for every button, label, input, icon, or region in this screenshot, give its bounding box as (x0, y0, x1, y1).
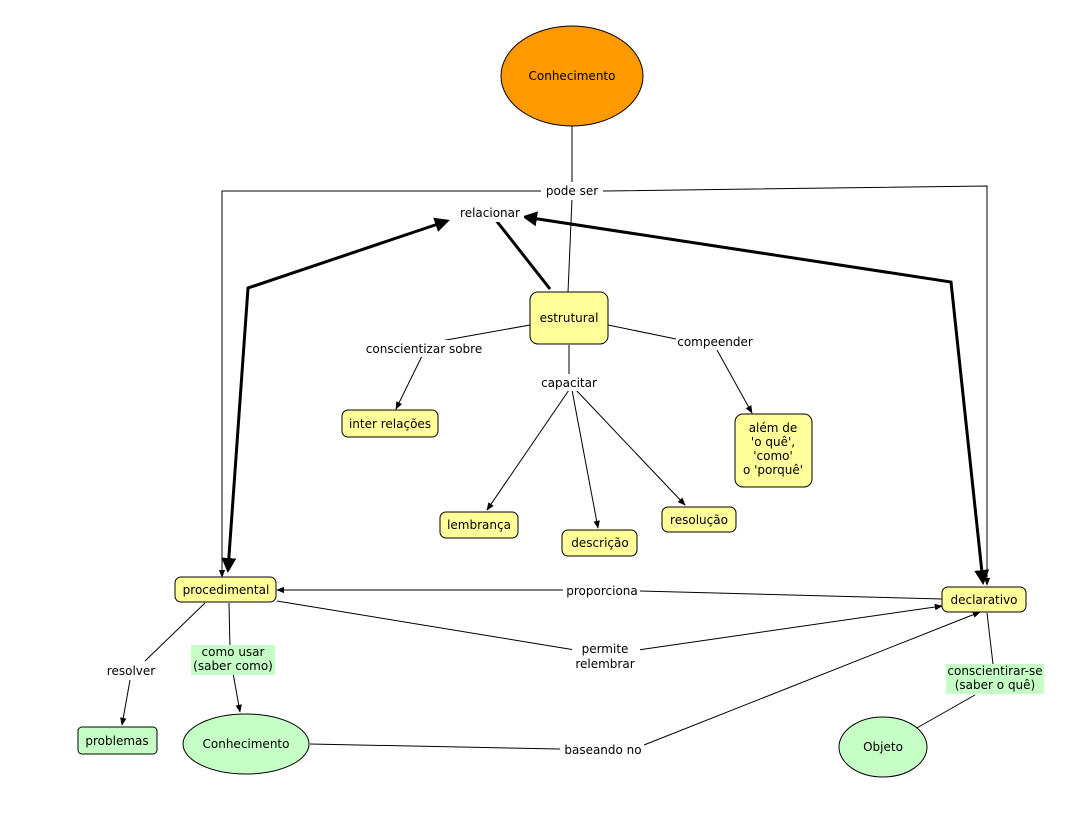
line-conscientizar-to-inter-relacoes (395, 355, 423, 410)
link-resolver: resolver (107, 664, 155, 678)
node-inter-relacoes[interactable]: inter relações (341, 409, 439, 438)
node-conhecimento-top[interactable]: Conhecimento (500, 25, 644, 127)
line-baseando-to-declarativo (643, 611, 981, 746)
node-estrutural[interactable]: estrutural (529, 291, 609, 345)
svg-text:estrutural: estrutural (540, 311, 599, 325)
line-declarativo-to-conscientirar (986, 612, 994, 665)
link-conscientizar-sobre: conscientizar sobre (366, 342, 482, 356)
line-capacitar-to-lembranca (486, 389, 570, 511)
node-declarativo[interactable]: declarativo (941, 586, 1027, 613)
link-relacionar: relacionar (460, 206, 520, 220)
link-pode-ser: pode ser (546, 184, 598, 198)
svg-text:inter relações: inter relações (349, 417, 431, 431)
line-resolver-to-problemas (120, 679, 131, 726)
svg-text:Objeto: Objeto (863, 740, 903, 754)
node-descricao[interactable]: descrição (561, 529, 638, 557)
link-permite: permite (582, 642, 629, 656)
svg-text:Conhecimento: Conhecimento (529, 69, 616, 83)
line-pode-ser-to-declarativo (602, 185, 991, 586)
line-estrutural-to-conscientizar (434, 324, 531, 343)
svg-text:o 'porquê': o 'porquê' (743, 463, 803, 477)
link-saber-o-que: (saber o quê) (955, 678, 1035, 692)
link-capacitar: capacitar (541, 376, 597, 390)
line-conscientirar-to-objeto (914, 694, 976, 730)
link-como-usar: como usar (202, 645, 265, 659)
link-baseando-no: baseando no (564, 743, 641, 757)
link-compeender: compeender (677, 335, 753, 349)
line-como-usar-to-conhecimento (232, 672, 242, 713)
svg-text:problemas: problemas (85, 734, 148, 748)
connectors (120, 125, 994, 750)
svg-text:resolução: resolução (670, 513, 728, 527)
link-relembrar: relembrar (575, 657, 634, 671)
line-conhecimento-to-baseando (309, 743, 561, 750)
concept-nodes: Conhecimento estrutural inter relações a… (77, 25, 1027, 778)
link-labels: pode ser relacionar conscientizar sobre … (104, 182, 1044, 758)
line-estrutural-to-relacionar (493, 218, 552, 290)
line-procedimental-to-resolver (144, 602, 206, 662)
line-estrutural-to-pode-ser (567, 198, 573, 293)
link-saber-como: (saber como) (193, 659, 273, 673)
node-objeto[interactable]: Objeto (838, 716, 928, 778)
link-proporciona: proporciona (566, 584, 638, 598)
line-compeender-to-alem-de (716, 349, 753, 414)
svg-text:procedimental: procedimental (183, 583, 270, 597)
link-conscientirar-se: conscientirar-se (947, 664, 1042, 678)
node-problemas[interactable]: problemas (77, 726, 158, 755)
node-conhecimento-bottom[interactable]: Conhecimento (182, 713, 310, 775)
line-capacitar-to-descricao (571, 389, 600, 529)
svg-text:descrição: descrição (571, 536, 628, 550)
line-declarativo-to-proporciona (639, 590, 943, 600)
svg-text:'o quê',: 'o quê', (751, 435, 795, 449)
node-alem-de[interactable]: além de 'o quê', 'como' o 'porquê' (734, 413, 813, 488)
line-procedimental-to-permite (276, 600, 576, 651)
line-permite-to-declarativo (637, 603, 943, 651)
svg-text:lembrança: lembrança (447, 518, 511, 532)
node-lembranca[interactable]: lembrança (439, 511, 519, 539)
line-relacionar-to-declarativo (522, 211, 990, 585)
line-relacionar-to-procedimental (221, 217, 450, 573)
svg-text:além de: além de (749, 421, 798, 435)
node-resolucao[interactable]: resolução (661, 506, 737, 533)
line-capacitar-to-resolucao (575, 389, 686, 506)
svg-text:'como': 'como' (753, 449, 793, 463)
svg-text:Conhecimento: Conhecimento (203, 737, 290, 751)
line-procedimental-to-como-usar (228, 602, 231, 649)
line-estrutural-to-compeender (607, 324, 677, 340)
svg-text:declarativo: declarativo (950, 593, 1017, 607)
node-procedimental[interactable]: procedimental (174, 576, 277, 603)
